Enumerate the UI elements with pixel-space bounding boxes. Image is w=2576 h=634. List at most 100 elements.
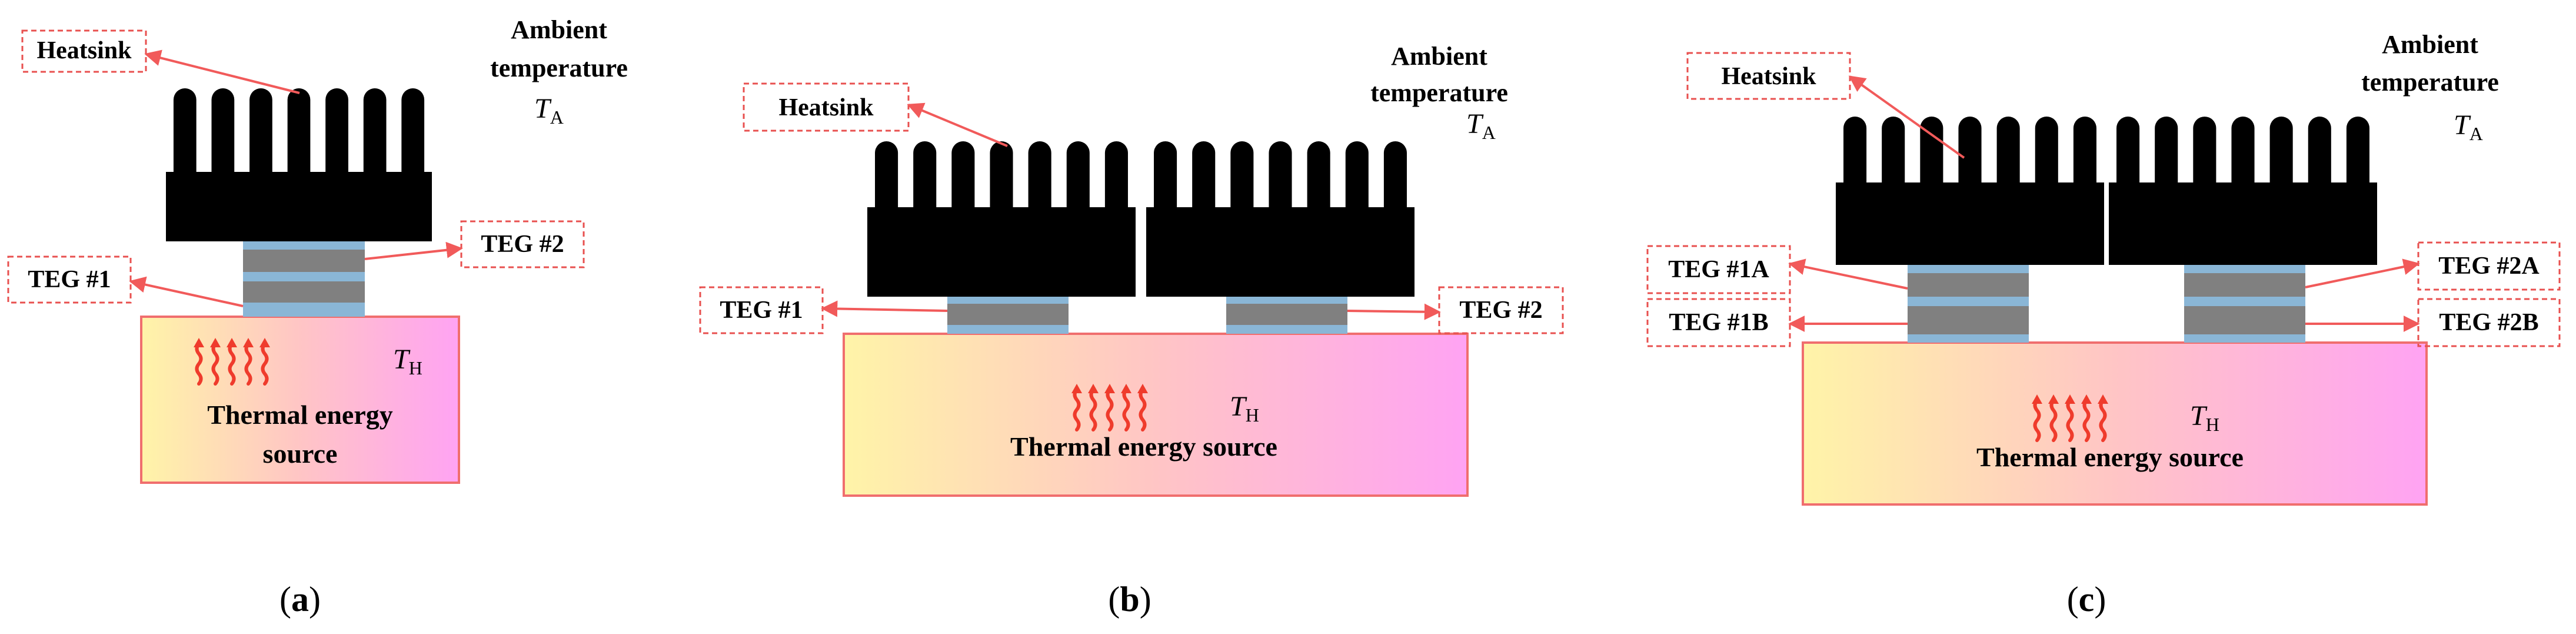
teg-1-arrow — [129, 276, 244, 307]
heatsink-left — [1836, 116, 2104, 265]
heat-wave — [1122, 388, 1130, 431]
teg-2-arrow — [1347, 303, 1441, 320]
heatsink-fin — [951, 141, 975, 212]
heatsink-fin — [1920, 117, 1943, 187]
heatsink-arrow — [907, 102, 1008, 147]
ambient-line1: Ambient — [511, 15, 607, 44]
heat-wave-arrowhead — [1121, 384, 1131, 393]
heat-wave — [1073, 388, 1081, 431]
heatsink-fin — [2231, 116, 2255, 187]
heat-wave — [2066, 399, 2074, 442]
heatsink-fin — [211, 88, 235, 177]
heatsink-fin — [1843, 117, 1867, 187]
heat-wave-arrowhead — [2081, 394, 2092, 404]
source-line2: source — [263, 439, 338, 469]
heatsink-fin — [1066, 141, 1090, 212]
teg-1a-label: TEG #1A — [1668, 256, 1769, 283]
source-line1: Thermal energy — [207, 400, 393, 430]
heat-waves — [2032, 394, 2108, 442]
label-box-teg-2 — [1438, 286, 1564, 334]
heatsink-right — [2109, 116, 2377, 265]
heat-wave — [1106, 388, 1114, 431]
heat-wave — [211, 342, 219, 386]
teg-2a-arrow — [2305, 258, 2420, 288]
heat-waves — [194, 338, 270, 386]
heatsink-fin — [2346, 117, 2369, 187]
heatsink-fin — [1269, 141, 1292, 212]
ambient-symbol: TA — [534, 93, 564, 128]
teg-1b-label: TEG #1B — [1669, 309, 1768, 336]
heatsink-fin — [249, 88, 272, 177]
ambient-line2: temperature — [1370, 78, 1508, 107]
thermal-energy-source — [140, 316, 460, 484]
heatsink-fin — [1230, 141, 1254, 212]
label-box-teg-1b — [1646, 298, 1791, 347]
panel-c: Heatsink Ambient temperature TA TEG #1A … — [1646, 30, 2561, 619]
teg-2-arrow — [364, 241, 463, 260]
heat-wave — [1139, 388, 1147, 431]
teg-stack-a — [243, 241, 365, 317]
heat-waves — [1071, 384, 1148, 431]
heat-wave — [261, 342, 269, 386]
heatsink-fin — [1345, 141, 1369, 212]
heatsink-fin — [1104, 141, 1128, 212]
caption-a: (a) — [279, 580, 321, 619]
heatsink-fin — [2269, 117, 2293, 187]
heat-wave-arrowhead — [259, 338, 270, 347]
heatsink-fin — [1154, 141, 1177, 212]
thermal-energy-source — [843, 333, 1469, 497]
ambient-symbol: TA — [2454, 109, 2483, 144]
heatsink-fin — [1192, 141, 1216, 212]
heatsink-arrow — [144, 49, 300, 94]
heatsink-fin — [363, 88, 387, 177]
ambient-line1: Ambient — [1391, 42, 1487, 71]
heatsink-fin — [2155, 117, 2178, 187]
heatsink-fin — [325, 88, 348, 177]
heat-wave — [2049, 399, 2058, 442]
heat-wave — [2082, 399, 2091, 442]
heat-wave — [2033, 399, 2041, 442]
heat-wave-arrowhead — [243, 338, 254, 347]
heat-wave-arrowhead — [2065, 394, 2075, 404]
heatsink — [166, 88, 432, 241]
heatsink-fin — [2193, 117, 2216, 187]
heatsink-fin — [913, 141, 937, 212]
heatsink-label: Heatsink — [1721, 63, 1816, 90]
heatsink-label: Heatsink — [36, 37, 132, 64]
heatsink-fin — [2073, 117, 2096, 187]
heatsink-right — [1146, 141, 1415, 297]
ambient-line1: Ambient — [2382, 30, 2478, 59]
heatsink-fin — [1307, 141, 1330, 212]
heatsink-fin — [287, 88, 311, 177]
teg-1-arrow — [821, 300, 948, 317]
heat-wave-arrowhead — [1071, 384, 1082, 393]
source-symbol: TH — [2190, 400, 2219, 435]
thermal-energy-source — [1802, 341, 2428, 506]
caption-b: (b) — [1108, 580, 1151, 619]
heatsink-fin — [401, 88, 425, 177]
ambient-symbol: TA — [1466, 108, 1496, 143]
teg-2a-label: TEG #2A — [2438, 253, 2540, 280]
ambient-line2: temperature — [2361, 68, 2499, 97]
heatsink-left — [867, 141, 1136, 297]
heatsink-fin — [2308, 117, 2331, 187]
source-symbol: TH — [393, 344, 422, 379]
heatsink-arrow — [1848, 75, 1965, 159]
heat-wave — [244, 342, 252, 386]
heatsink-label: Heatsink — [778, 94, 874, 121]
heat-wave-arrowhead — [2098, 394, 2108, 404]
heat-wave — [1089, 388, 1097, 431]
heat-wave-arrowhead — [1088, 384, 1099, 393]
ambient-line2: temperature — [490, 54, 628, 82]
heatsink-fin — [2116, 117, 2140, 187]
teg-1-label: TEG #1 — [28, 266, 111, 293]
heat-wave-arrowhead — [1104, 384, 1115, 393]
heat-wave-arrowhead — [227, 338, 237, 347]
source-line1: Thermal energy source — [1976, 442, 2244, 472]
source-line1: Thermal energy source — [1010, 431, 1277, 462]
heatsink-fin — [1882, 117, 1905, 187]
heat-wave — [2099, 399, 2107, 442]
heatsink-fin — [990, 141, 1013, 212]
teg-left — [947, 297, 1069, 334]
teg-2b-label: TEG #2B — [2439, 309, 2538, 336]
